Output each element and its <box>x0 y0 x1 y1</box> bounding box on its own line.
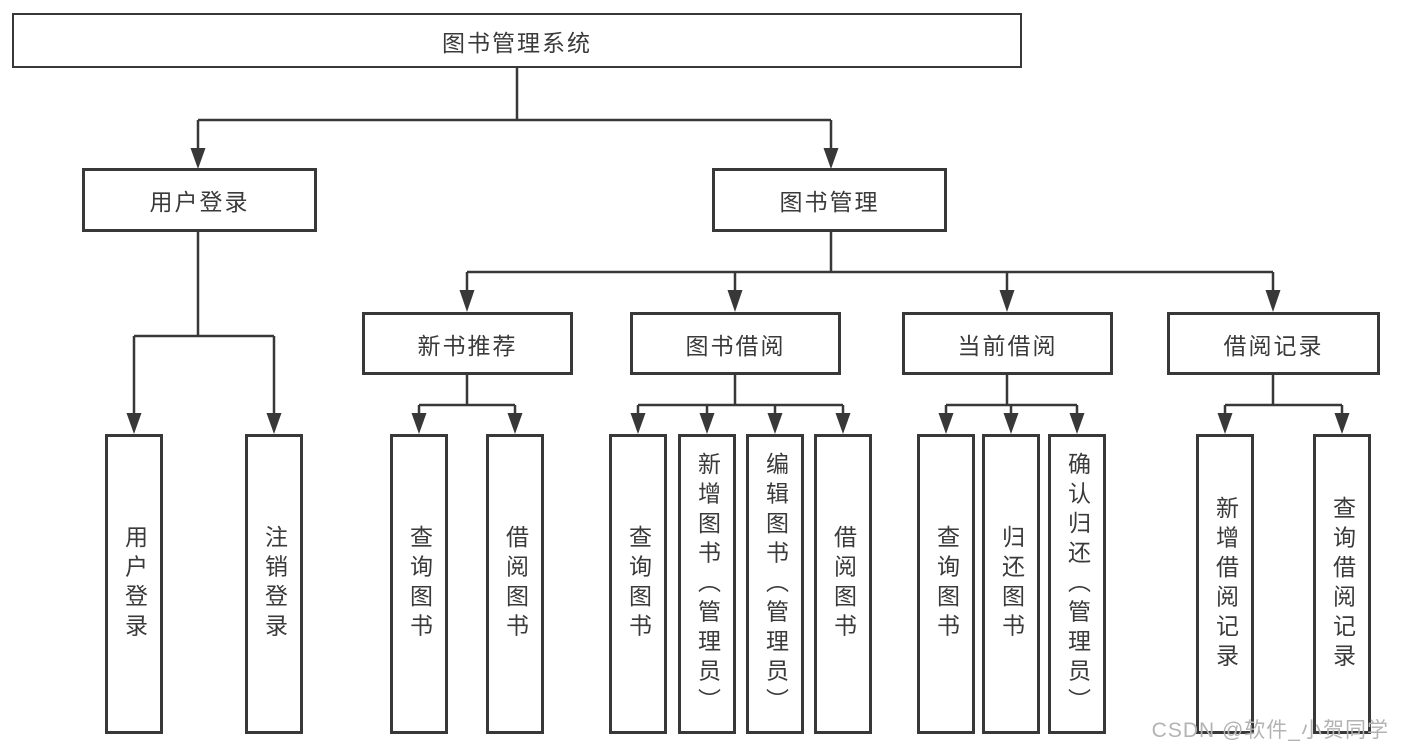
node-book-borrow: 图书借阅 <box>630 312 841 375</box>
arrowheads-leaves <box>411 413 1350 434</box>
leaf-borrow-edit-books-admin: 编辑图书（管理员） <box>746 434 804 734</box>
node-current-borrow: 当前借阅 <box>902 312 1113 375</box>
leaf-logout-login: 注销登录 <box>245 434 303 734</box>
leaf-current-return-books: 归还图书 <box>982 434 1040 734</box>
connector-book-management-group <box>465 232 1275 291</box>
leaf-user-login: 用户登录 <box>105 434 163 734</box>
leaf-borrow-add-books-admin: 新增图书（管理员） <box>678 434 736 734</box>
arrowheads-user-login-group <box>126 413 282 434</box>
leaf-records-add-record: 新增借阅记录 <box>1196 434 1254 734</box>
node-book-management: 图书管理 <box>712 168 947 232</box>
leaf-newbooks-borrow-books: 借阅图书 <box>486 434 544 734</box>
node-new-book-recommend: 新书推荐 <box>362 312 573 375</box>
leaf-newbooks-query-books: 查询图书 <box>390 434 448 734</box>
csdn-watermark: CSDN @软件_小贺同学 <box>1151 719 1389 742</box>
leaf-current-confirm-return-admin: 确认归还（管理员） <box>1048 434 1106 734</box>
connector-current-borrow-group <box>944 374 1079 414</box>
connector-book-borrow-group <box>636 374 845 414</box>
leaf-borrow-query-books: 查询图书 <box>609 434 667 734</box>
leaf-records-query-record: 查询借阅记录 <box>1313 434 1371 734</box>
node-user-login: 用户登录 <box>82 168 317 232</box>
leaf-borrow-borrow-books: 借阅图书 <box>814 434 872 734</box>
arrowheads-level2 <box>190 148 839 169</box>
connector-root-to-level2 <box>196 68 833 149</box>
connector-user-login-group <box>132 232 276 414</box>
connector-new-books-group <box>417 374 517 414</box>
connector-borrow-records-group <box>1223 374 1344 414</box>
leaf-current-query-books: 查询图书 <box>917 434 975 734</box>
arrowheads-level3 <box>459 290 1281 312</box>
node-system-root: 图书管理系统 <box>12 13 1022 68</box>
node-borrow-records: 借阅记录 <box>1167 312 1380 375</box>
